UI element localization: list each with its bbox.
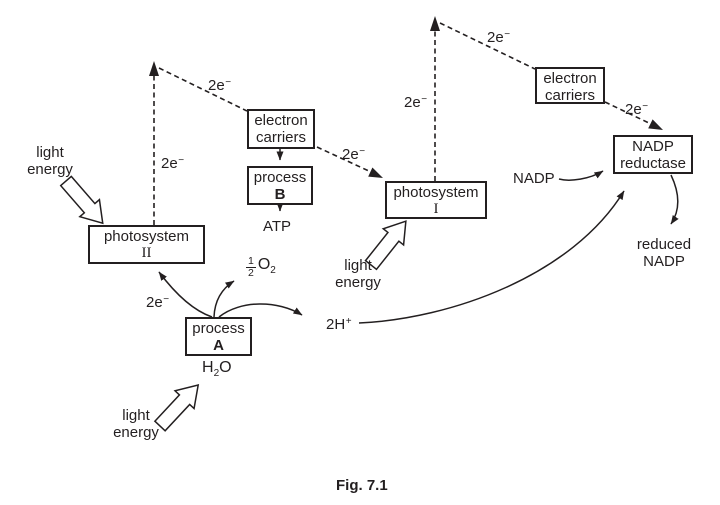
proton-release-arrow [218,303,303,318]
light-energy-label-water: light energy [113,407,159,441]
electron-carriers-2-box: electron carriers [535,67,605,104]
process-b-box: process B [247,166,313,205]
light-energy-label-ps1: light energy [335,257,381,291]
excitation-arrowhead-ps1 [430,16,440,31]
excitation-arrowhead-ps2 [149,61,159,76]
reductase-to-reduced-nadp-arrow [670,174,679,225]
electron-fall-carriers1-to-ps1 [316,146,372,173]
electron-count-label-v1: 2e− [161,155,185,172]
photosystem-ii-label: photosystem [103,228,190,245]
photosystem-i-label: photosystem [393,184,479,201]
electron-count-label-v2: 2e− [404,94,428,111]
electron-fall-ps2-to-carriers1 [158,67,248,112]
electron-carriers-1-label-line1: electron [254,112,308,129]
process-a-box: process A [185,317,252,356]
electron-count-label-d4: 2e− [625,101,649,118]
arrowhead-into-ps1 [368,167,383,178]
nadp-reductase-label-line1: NADP [632,138,674,155]
electron-count-label-d1: 2e− [208,77,232,94]
light-energy-arrow-ps1 [364,220,407,271]
protons-to-reductase-arrow [358,190,625,324]
atp-label: ATP [263,218,292,235]
water-label: H2O [202,359,232,380]
electron-count-label-d2: 2e− [342,146,366,163]
process-b-label: process [253,169,307,186]
light-energy-label-ps2: light energy [27,144,73,178]
nadp-reductase-label-line2: reductase [620,155,686,172]
electron-carriers-1-box: electron carriers [247,109,315,149]
process-a-label: process [192,320,245,337]
nadp-reductase-box: NADP reductase [613,135,693,174]
protons-label: 2H+ [326,316,352,333]
photosystem-ii-box: photosystem II [88,225,205,264]
electron-count-label-d3: 2e− [487,29,511,46]
electron-carriers-2-label-line1: electron [543,70,597,87]
electrons-processA-to-ps2-arrow [158,271,213,318]
figure-caption: Fig. 7.1 [336,477,388,494]
light-energy-arrow-ps2 [59,175,104,225]
photosystem-ii-numeral: II [141,245,152,261]
oxygen-release-arrow [213,280,235,318]
nadp-label: NADP [513,170,555,187]
reduced-nadp-label: reduced NADP [636,236,692,270]
electron-carriers-2-label-line2: carriers [544,87,595,104]
process-b-letter: B [274,186,286,203]
photosystem-i-numeral: I [433,201,439,217]
arrowhead-into-reductase [648,119,663,130]
electron-fall-ps1-to-carriers2 [439,22,536,70]
electron-carriers-1-label-line2: carriers [255,129,306,146]
nadp-to-reductase-arrow [558,170,604,181]
light-energy-arrow-water [153,384,200,432]
photosystem-i-box: photosystem I [385,181,487,219]
electron-count-label-processA: 2e− [146,294,170,311]
process-a-letter: A [213,337,224,354]
